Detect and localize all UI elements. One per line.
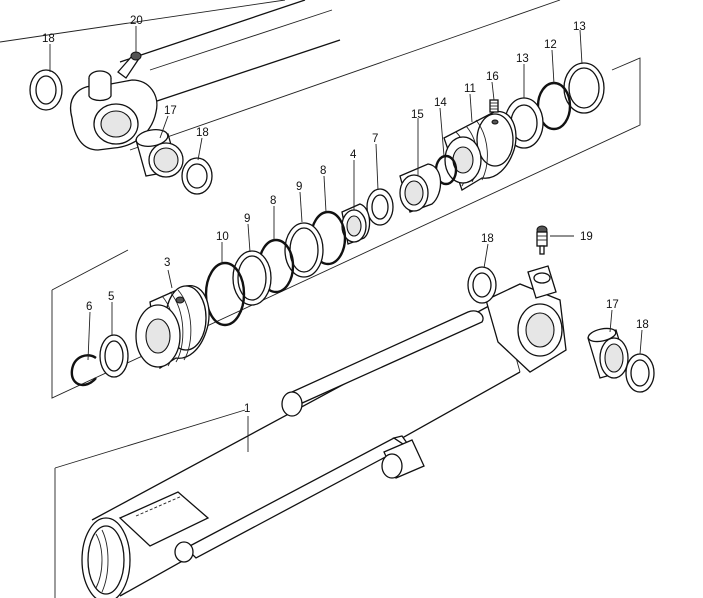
ring-13-outer	[563, 62, 605, 114]
callout-9-a: 9	[296, 181, 302, 193]
callout-6: 6	[86, 301, 92, 313]
ring-7	[366, 188, 394, 226]
cylinder-tube-1	[81, 265, 567, 598]
seal-18-top-left	[29, 69, 63, 111]
leader-lines	[49, 26, 643, 452]
callout-labels: 20 18 17 18 13 12 13 16 11 14 15 7 4 8 9…	[42, 15, 649, 415]
callout-4: 4	[350, 149, 357, 161]
bushing-17-tube	[587, 327, 629, 379]
backup-ring-9-a	[284, 222, 324, 278]
callout-20: 20	[130, 15, 143, 27]
callout-3: 3	[164, 257, 170, 269]
wiper-5	[99, 334, 129, 378]
piston-rod-assembly	[70, 0, 341, 151]
collar-15	[399, 163, 442, 213]
seal-18-tube-right	[625, 353, 655, 393]
callout-15: 15	[411, 109, 424, 121]
piston-11	[443, 111, 517, 191]
callout-18-tube-top: 18	[481, 233, 494, 245]
callout-16: 16	[486, 71, 499, 83]
callout-14: 14	[434, 97, 447, 109]
callout-11: 11	[464, 83, 476, 95]
callout-18-top-left: 18	[42, 33, 55, 45]
callout-8-a: 8	[320, 165, 326, 177]
callout-12: 12	[544, 39, 557, 51]
callout-10: 10	[216, 231, 229, 243]
callout-19: 19	[580, 231, 593, 243]
callout-8-b: 8	[270, 195, 276, 207]
set-screw-16	[489, 99, 499, 113]
grease-nipple-19	[536, 225, 548, 255]
backup-ring-9-b	[232, 250, 272, 306]
seal-18-tube-top	[467, 266, 497, 304]
callout-13-inner: 13	[516, 53, 529, 65]
callout-17-tube: 17	[606, 299, 619, 311]
callout-9-b: 9	[244, 213, 250, 225]
callout-17-top: 17	[164, 105, 177, 117]
callout-18-tube-right: 18	[636, 319, 649, 331]
bushing-4	[341, 203, 371, 245]
o-ring-10	[204, 261, 246, 327]
bushing-17-top	[135, 128, 184, 178]
gland-3	[135, 285, 210, 370]
snap-ring-6	[70, 354, 97, 387]
callout-5: 5	[108, 291, 114, 303]
callout-18-top-middle: 18	[196, 127, 209, 139]
callout-7: 7	[372, 133, 378, 145]
callout-1: 1	[244, 403, 250, 415]
panel-frames	[0, 0, 641, 598]
callout-13-outer: 13	[573, 21, 586, 33]
seal-18-top-middle	[181, 157, 213, 195]
